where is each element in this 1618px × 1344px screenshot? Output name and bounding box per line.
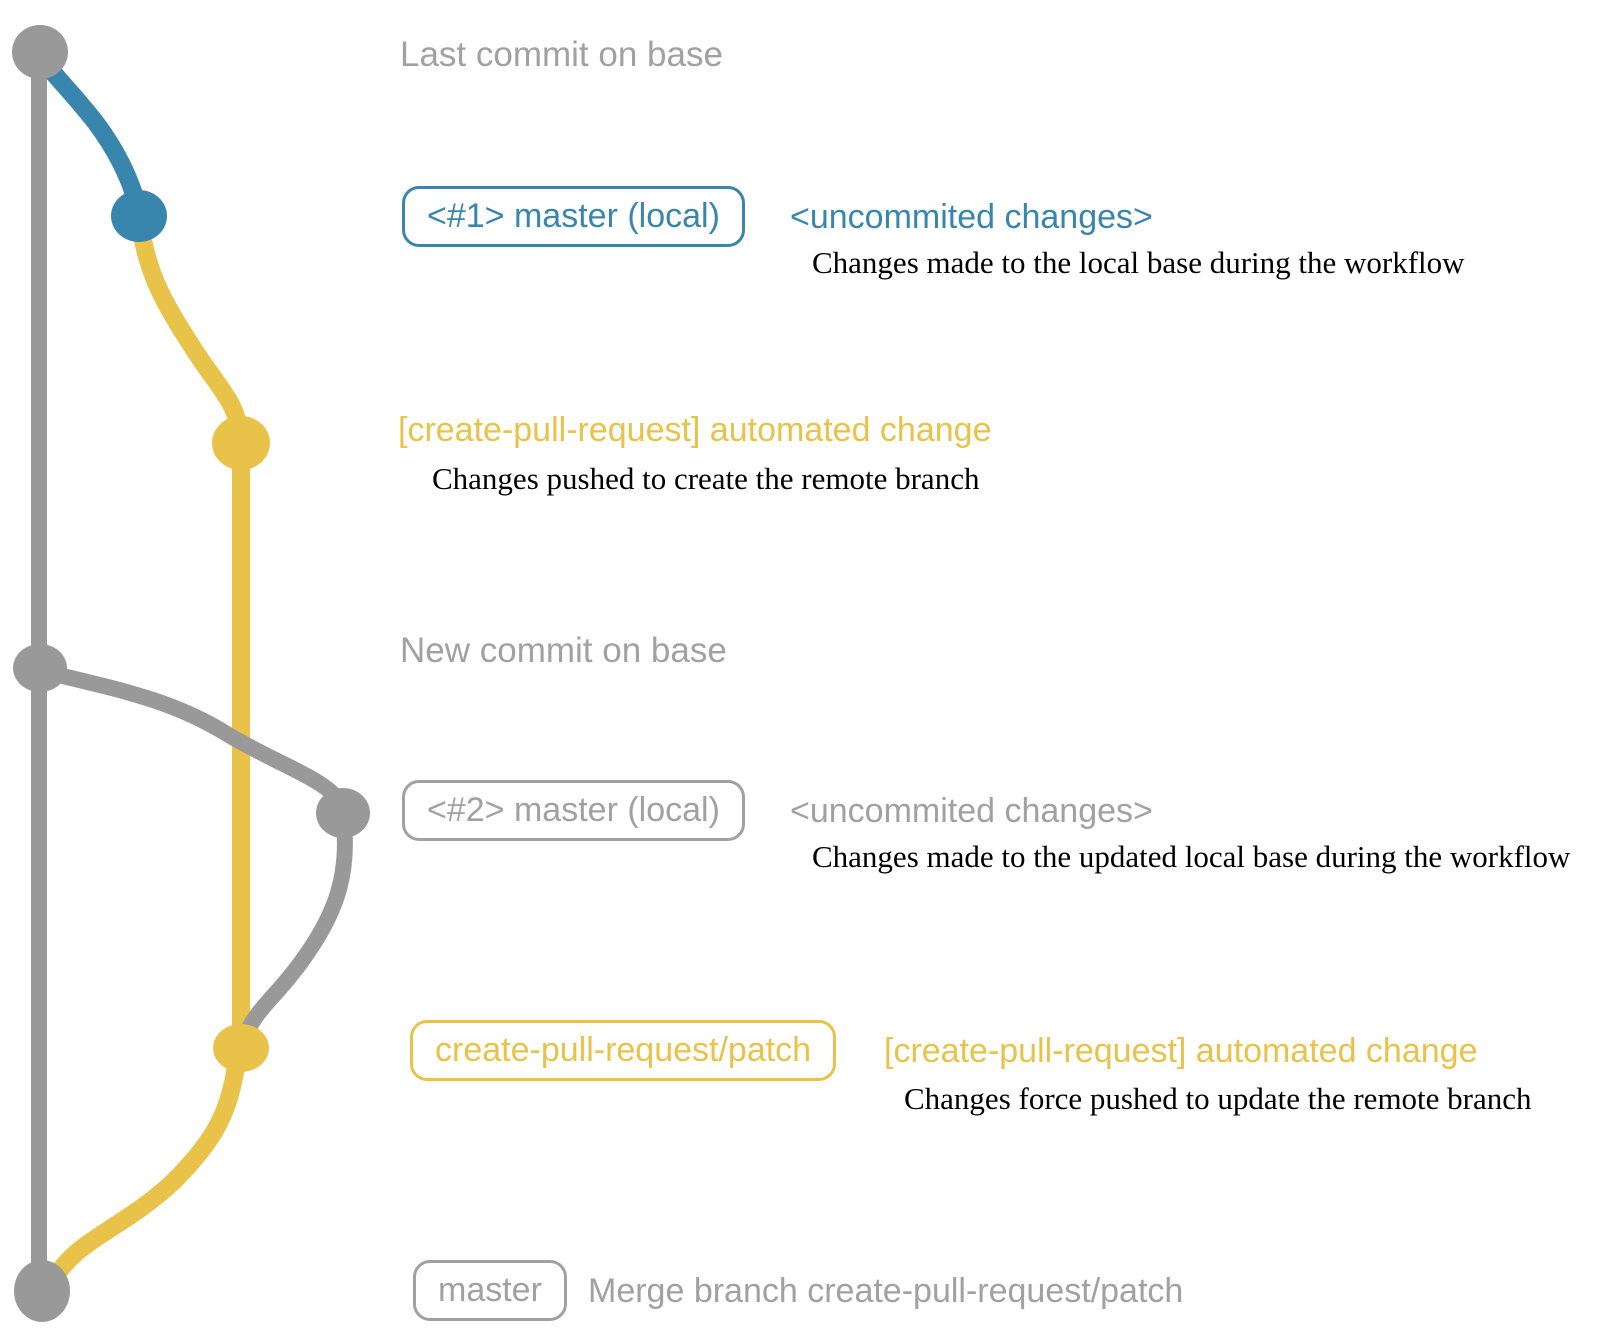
branch-label-create-pull-request-patch: create-pull-request/patch [410,1020,837,1081]
rebase-curve-out [38,664,351,814]
local-branch-curve [35,53,148,222]
commit-message-merge-branch: Merge branch create-pull-request/patch [588,1272,1184,1310]
patch-merge-curve [43,1049,246,1291]
description-local-changes-2: Changes made to the updated local base d… [812,839,1571,874]
commit-message-automated-change-2: [create-pull-request] automated change [884,1032,1478,1070]
branch-label-master-local-1: <#1> master (local) [402,186,745,247]
commit-dot-local-2 [316,788,370,838]
commit-message-automated-change-1: [create-pull-request] automated change [398,411,992,449]
rebase-curve-in [239,816,353,1040]
commit-dot-last-base [12,25,68,79]
commit-dot-patch-1 [212,416,270,470]
commit-dot-local-1 [111,190,167,242]
description-local-changes-1: Changes made to the local base during th… [812,245,1465,280]
description-push-create-remote: Changes pushed to create the remote bran… [432,461,980,496]
description-force-push-update-remote: Changes force pushed to update the remot… [904,1081,1532,1116]
annotation-last-commit-on-base: Last commit on base [400,35,723,74]
commit-message-uncommited-2: <uncommited changes> [790,792,1153,830]
patch-branch-push-curve [132,221,249,445]
branch-label-master: master [413,1260,567,1321]
commit-dot-patch-2 [213,1024,269,1072]
annotation-new-commit-on-base: New commit on base [400,631,727,670]
branch-label-master-local-2: <#2> master (local) [402,780,745,841]
commit-dot-merge [14,1260,70,1322]
commit-graph [12,25,370,1322]
commit-dot-new-base [13,644,67,692]
commit-message-uncommited-1: <uncommited changes> [790,198,1153,236]
